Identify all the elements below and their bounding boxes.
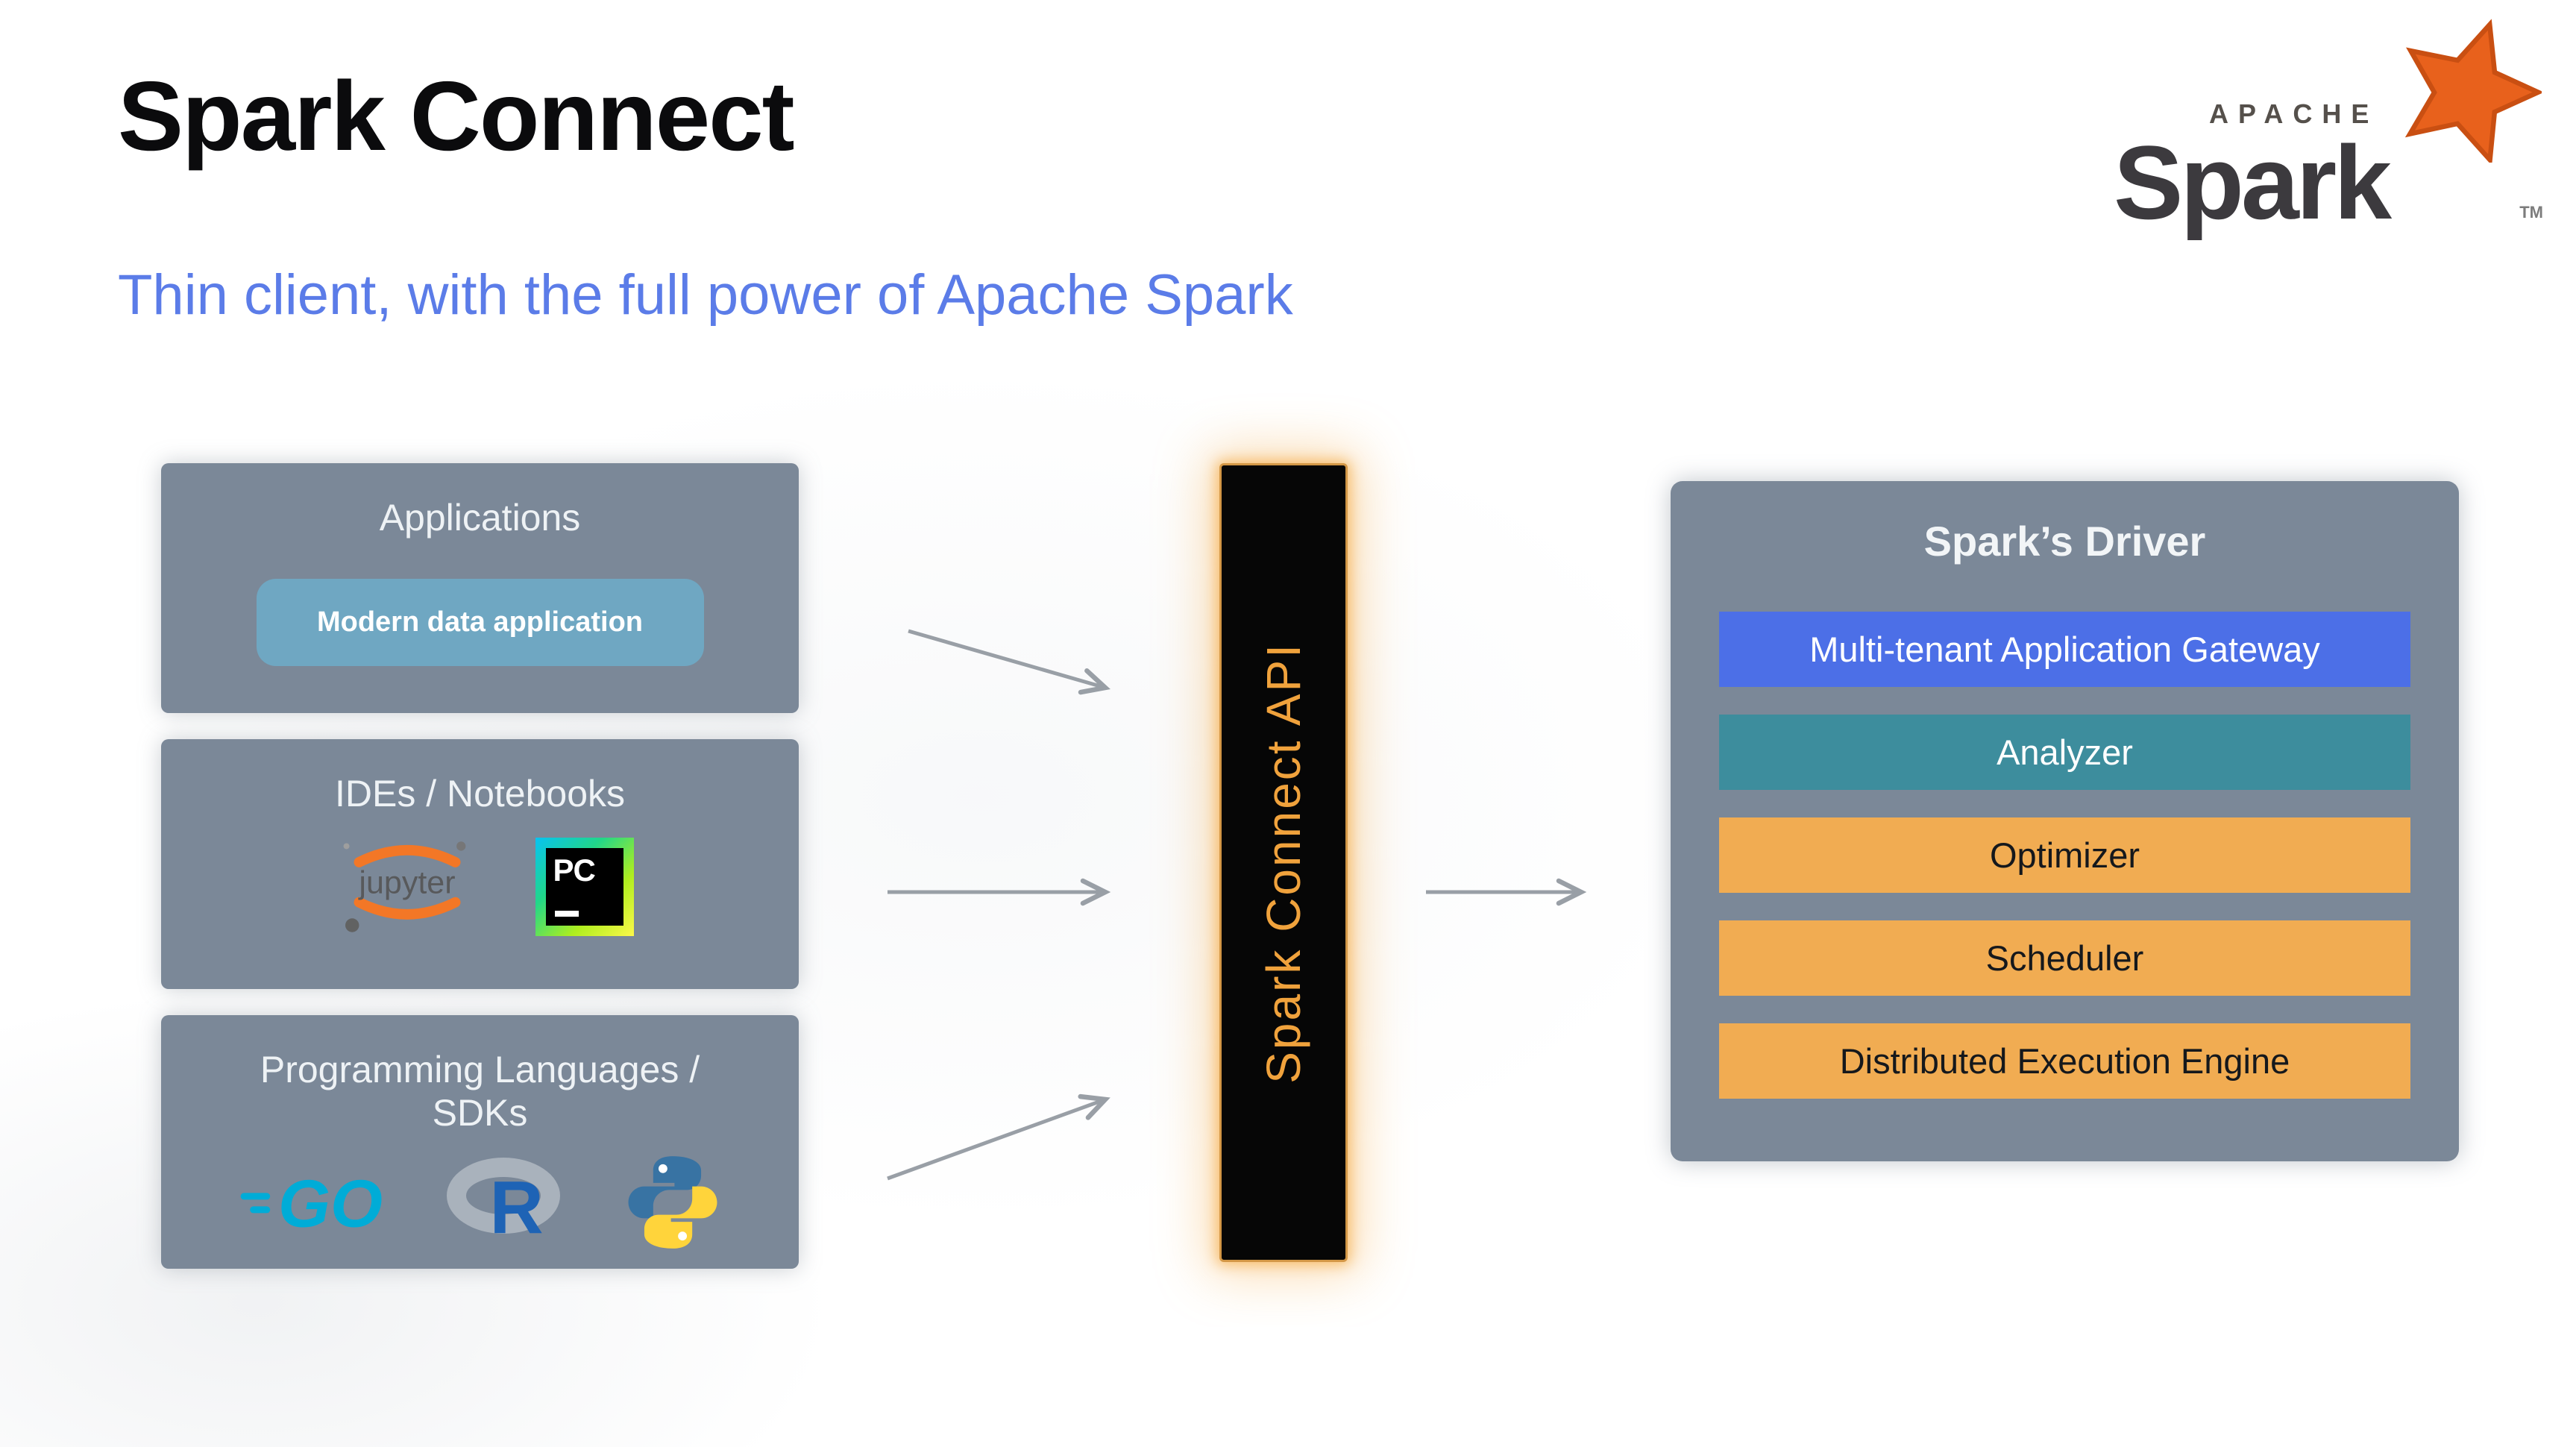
ides-notebooks-title: IDEs / Notebooks [334,773,626,814]
languages-sdks-card: Programming Languages / SDKs GO R [161,1015,799,1269]
spark-driver-title: Spark’s Driver [1923,518,2206,565]
jupyter-logo-icon: jupyter [327,832,488,941]
applications-title: Applications [379,497,581,539]
jupyter-label: jupyter [357,864,455,900]
spark-connect-api-label: Spark Connect API [1257,641,1310,1084]
go-label: GO [278,1167,383,1241]
driver-component-4: Distributed Execution Engine [1719,1023,2410,1099]
driver-component-0: Multi-tenant Application Gateway [1719,612,2410,687]
modern-data-application-chip: Modern data application [256,578,704,666]
spark-driver-panel: Spark’s Driver Multi-tenant Application … [1671,481,2459,1161]
trademark-text: TM [2519,203,2543,222]
ides-logo-row: jupyter PC [327,832,634,941]
r-label: R [489,1166,544,1249]
pycharm-inner-square: PC [545,847,623,926]
languages-sdks-title: Programming Languages / SDKs [260,1049,700,1134]
languages-logo-row: GO R [238,1151,723,1254]
page-subtitle: Thin client, with the full power of Apac… [118,263,1293,327]
r-logo-icon: R [446,1155,575,1250]
pycharm-label: PC [553,852,596,888]
spark-wordmark: Spark [2114,124,2392,241]
driver-component-2: Optimizer [1719,817,2410,893]
apache-text: APACHE [2209,98,2379,129]
apache-spark-logo: APACHE Spark TM [2114,19,2543,252]
page-title: Spark Connect [118,61,795,171]
driver-component-1: Analyzer [1719,715,2410,790]
driver-components-list: Multi-tenant Application Gateway Analyze… [1719,612,2410,1099]
ides-notebooks-card: IDEs / Notebooks jupyter PC [161,739,799,989]
arrow-applications [908,629,1110,695]
applications-card: Applications Modern data application [161,463,799,713]
pycharm-underscore [554,910,579,917]
python-logo-icon [628,1156,717,1249]
arrow-languages [887,1093,1110,1181]
go-logo-icon: GO [240,1167,383,1241]
spark-connect-api-bar: Spark Connect API [1219,463,1348,1262]
pycharm-logo-icon: PC [535,837,634,936]
driver-component-3: Scheduler [1719,920,2410,996]
spark-star-icon [2404,19,2542,163]
